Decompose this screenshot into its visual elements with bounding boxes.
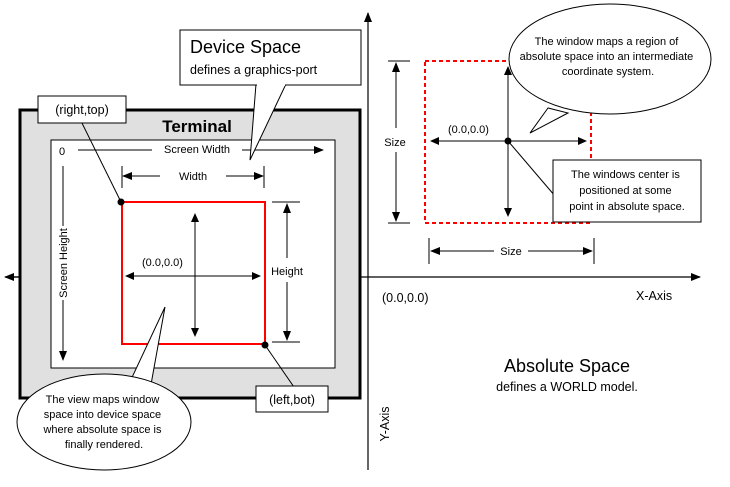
window-rectangle xyxy=(424,60,592,224)
window-v-arrow-down xyxy=(504,208,512,217)
height-label: Height xyxy=(271,266,303,278)
left-bot-leader xyxy=(264,344,297,391)
screen-height-label-bg xyxy=(56,226,70,300)
device-space-title: Device Space xyxy=(190,37,301,57)
window-h-arrow-right xyxy=(578,137,587,145)
size-v-label-bg xyxy=(380,133,410,149)
window-maps-line-3: coordinate system. xyxy=(562,66,654,78)
screen-width-label-bg xyxy=(152,142,242,156)
view-maps-line-4: finally rendered. xyxy=(65,439,143,451)
terminal-title: Terminal xyxy=(162,117,232,136)
screen-width-label: Screen Width xyxy=(164,144,230,156)
window-maps-pointer xyxy=(529,107,570,134)
view-maps-pointer-cover xyxy=(128,380,150,392)
view-maps-line-1: The view maps window xyxy=(46,394,160,406)
device-space-callout xyxy=(179,29,362,86)
window-maps-callout xyxy=(508,3,712,115)
window-origin-label: (0.0,0.0) xyxy=(448,124,489,136)
absolute-space-subtitle: defines a WORLD model. xyxy=(496,380,638,394)
view-maps-callout xyxy=(16,373,192,471)
view-rectangle xyxy=(121,201,266,345)
window-center-line-2: positioned at some xyxy=(579,185,671,197)
right-top-callout xyxy=(37,95,127,124)
absolute-space-title: Absolute Space xyxy=(504,356,630,376)
view-v-arrow-down xyxy=(191,328,199,337)
window-maps-text: The window maps a region of absolute spa… xyxy=(520,36,697,78)
view-maps-line-3: where absolute space is xyxy=(42,424,162,436)
view-origin-label: (0.0,0.0) xyxy=(142,257,183,269)
screen-height-label: Screen Height xyxy=(58,228,70,298)
window-center-line-1: The windows center is xyxy=(571,169,680,181)
window-center-leader xyxy=(507,140,556,197)
screen-origin-label: 0 xyxy=(59,146,65,158)
window-center-callout xyxy=(552,159,702,223)
left-bot-label: (left,bot) xyxy=(269,393,315,407)
view-v-arrow-up xyxy=(191,213,199,222)
width-label: Width xyxy=(179,171,207,183)
size-horizontal-label: Size xyxy=(500,246,521,258)
y-axis-label: Y-Axis xyxy=(378,407,392,442)
right-top-label: (right,top) xyxy=(55,103,109,117)
view-maps-line-2: space into device space xyxy=(44,409,161,421)
view-h-arrow-left xyxy=(125,272,134,280)
size-vertical-label: Size xyxy=(384,137,405,149)
x-axis-label: X-Axis xyxy=(636,289,672,303)
window-v-arrow-up xyxy=(504,66,512,75)
window-center-text: The windows center is positioned at some… xyxy=(569,169,685,213)
absolute-origin-label: (0.0,0.0) xyxy=(382,291,429,305)
window-maps-line-1: The window maps a region of xyxy=(535,36,680,48)
right-top-leader xyxy=(78,116,122,203)
window-center-line-3: point in absolute space. xyxy=(569,201,685,213)
window-maps-line-2: absolute space into an intermediate xyxy=(520,51,694,63)
window-h-arrow-left xyxy=(430,137,439,145)
left-bot-callout xyxy=(255,385,329,413)
view-h-arrow-right xyxy=(252,272,261,280)
device-space-subtitle: defines a graphics-port xyxy=(190,63,318,77)
view-maps-text: The view maps window space into device s… xyxy=(42,394,164,451)
